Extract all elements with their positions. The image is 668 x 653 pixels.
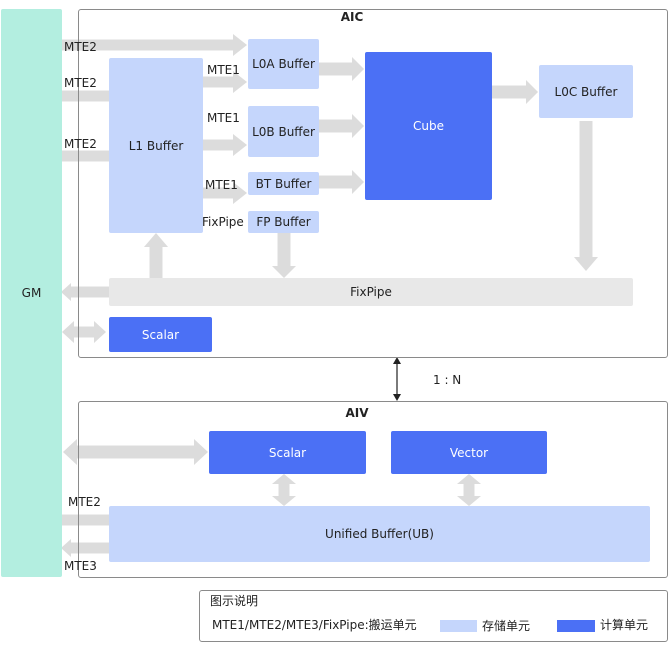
arrow-gm-to-ub <box>62 514 109 526</box>
arrow-vector-ub <box>457 474 481 506</box>
mte2-low-label: MTE2 <box>64 137 97 151</box>
arrow-l1-to-l0a <box>203 71 247 93</box>
legend-transfer-text: MTE1/MTE2/MTE3/FixPipe:搬运单元 <box>212 618 417 632</box>
aiv-title: AIV <box>345 406 369 420</box>
gm-label: GM <box>21 286 42 300</box>
gm-bar: GM <box>1 9 62 577</box>
mte2-mid-label: MTE2 <box>64 76 97 90</box>
arrow-scalar-ub <box>272 474 296 506</box>
arrow-fixpipe-to-l1 <box>144 233 168 278</box>
arrow-l1-to-bt <box>203 182 247 204</box>
legend-compute-text: 计算单元 <box>600 618 649 632</box>
fixpipe-bar: FixPipe <box>109 278 633 306</box>
bt-buffer-label: BT Buffer <box>255 176 312 191</box>
arrow-l0c-to-fixpipe <box>574 121 598 271</box>
aiv-scalar-label: Scalar <box>268 445 307 460</box>
arrow-fixpipe-to-gm <box>61 283 109 301</box>
connector-arrowhead-up <box>393 357 401 364</box>
arrow-fp-to-fixpipe <box>272 233 296 278</box>
aic-title: AIC <box>340 10 364 24</box>
arrow-l0b-to-cube <box>319 114 364 138</box>
aiv-mte2-label: MTE2 <box>68 495 101 509</box>
aiv-vector: Vector <box>391 431 547 474</box>
cube-unit: Cube <box>365 52 492 200</box>
ratio-label: 1 : N <box>433 373 462 387</box>
aiv-vector-label: Vector <box>449 445 489 460</box>
aiv-scalar: Scalar <box>209 431 366 474</box>
unified-buffer-label: Unified Buffer(UB) <box>325 527 434 541</box>
l0c-buffer-label: L0C Buffer <box>554 84 618 99</box>
fixpipe-fp-label: FixPipe <box>202 215 244 229</box>
arrow-gm-aiv-scalar <box>63 439 208 465</box>
legend-storage-text: 存储单元 <box>482 619 531 633</box>
l0a-buffer: L0A Buffer <box>248 39 319 89</box>
mte2-top-label: MTE2 <box>64 40 97 54</box>
arrow-gm-aic-scalar <box>62 321 106 343</box>
cube-label: Cube <box>413 119 444 133</box>
arrow-l1-to-l0b <box>203 134 247 156</box>
aic-scalar: Scalar <box>109 317 212 352</box>
unified-buffer: Unified Buffer(UB) <box>109 506 650 562</box>
mte1-bt-label: MTE1 <box>205 178 238 192</box>
legend-storage-swatch <box>440 620 477 632</box>
mte1-l0a-label: MTE1 <box>207 63 240 77</box>
arrow-gm-to-l1-lower <box>62 150 109 162</box>
arrow-gm-to-l1-upper <box>62 90 109 102</box>
legend-title: 图示说明 <box>210 594 259 608</box>
bt-buffer: BT Buffer <box>248 172 319 195</box>
l1-buffer: L1 Buffer <box>109 58 203 233</box>
l0a-buffer-label: L0A Buffer <box>252 57 315 71</box>
l1-buffer-label: L1 Buffer <box>128 138 184 153</box>
fp-buffer-label: FP Buffer <box>256 215 311 229</box>
legend-box <box>199 590 668 642</box>
fp-buffer: FP Buffer <box>248 211 319 233</box>
connector-arrowhead-down <box>393 394 401 401</box>
arrow-l0a-to-cube <box>319 57 364 81</box>
l0b-buffer-label: L0B Buffer <box>252 124 315 139</box>
fixpipe-bar-label: FixPipe <box>350 285 392 299</box>
legend-compute-swatch <box>557 620 595 632</box>
aiv-mte3-label: MTE3 <box>64 559 97 573</box>
arrow-ub-to-gm <box>61 539 109 557</box>
mte1-l0b-label: MTE1 <box>207 111 240 125</box>
arrow-cube-to-l0c <box>492 80 538 104</box>
l0b-buffer: L0B Buffer <box>248 106 319 157</box>
l0c-buffer: L0C Buffer <box>539 65 633 118</box>
aic-scalar-label: Scalar <box>141 327 180 342</box>
arrow-bt-to-cube <box>319 170 364 194</box>
arrow-gm-to-l0a <box>62 34 247 56</box>
